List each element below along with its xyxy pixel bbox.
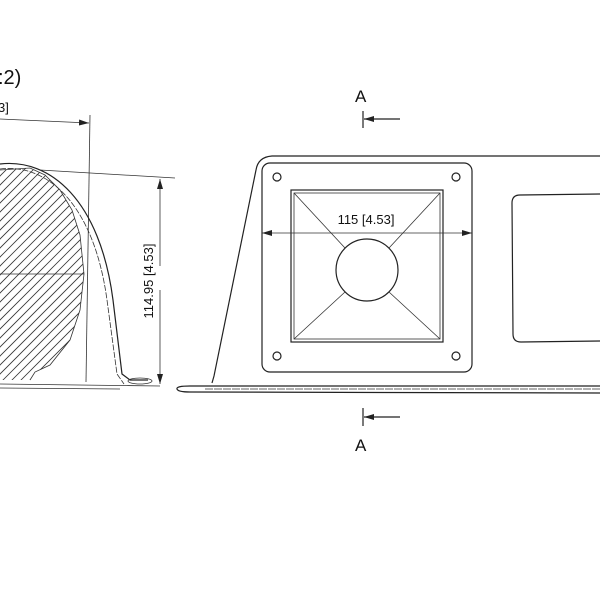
- section-inner-outline: [0, 167, 85, 381]
- hatch-line: [0, 168, 84, 380]
- hatch-line: [0, 168, 53, 380]
- front-view: A 115 [4.53] A: [176, 87, 600, 455]
- hatch-line: [0, 168, 84, 380]
- hatch-line: [101, 160, 331, 390]
- hatch-line: [19, 168, 84, 380]
- section-base-line: [0, 383, 161, 387]
- hatch-line: [0, 168, 84, 380]
- hatch-line: [0, 168, 84, 380]
- hatch-line: [0, 168, 26, 380]
- section-marker-bottom: A: [355, 436, 367, 455]
- hatch-line: [0, 168, 84, 380]
- section-marker-top: A: [355, 87, 367, 106]
- hatch-line: [92, 160, 322, 390]
- base-flange: [176, 385, 600, 394]
- hatch-line: [10, 168, 84, 380]
- hatch-line: [0, 168, 84, 380]
- top-dimension-fragment: 3]: [0, 100, 9, 115]
- dome-shell-outer: [0, 162, 148, 381]
- height-dimension-label: 114.95 [4.53]: [141, 244, 156, 319]
- dome-shell-inner: [0, 168, 125, 385]
- hatch-line: [0, 168, 84, 380]
- hatch-line: [64, 168, 84, 380]
- hatch-line: [0, 168, 84, 380]
- hatch-line: [0, 168, 84, 380]
- width-dimension-label: 115 [4.53]: [338, 212, 395, 227]
- hatch-line: [0, 168, 62, 380]
- mounting-hole: [451, 172, 461, 182]
- speaker-opening: [290, 189, 444, 343]
- hatch-line: [82, 168, 84, 380]
- top-dimension-line: [0, 118, 90, 126]
- hatch-line: [0, 168, 44, 380]
- hatch-line: [0, 168, 84, 380]
- hatch-line: [0, 168, 84, 380]
- height-ext-top: [39, 169, 176, 179]
- flange-lip: [127, 377, 153, 385]
- housing-outline: [211, 155, 600, 384]
- extension-line-vertical: [85, 114, 91, 383]
- driver-center: [335, 238, 399, 302]
- hatch-line: [0, 168, 80, 380]
- hatch-line: [1, 168, 84, 380]
- mounting-hole: [272, 351, 282, 361]
- mounting-plate: [261, 162, 473, 373]
- mounting-hole: [272, 172, 282, 182]
- section-title-fragment: :2): [0, 67, 21, 89]
- hatch-line: [0, 168, 84, 380]
- hatch-line: [0, 168, 84, 380]
- hatched-section: [0, 160, 331, 390]
- hatch-line: [0, 168, 84, 380]
- section-base-line-2: [0, 387, 121, 390]
- mounting-hole: [451, 351, 461, 361]
- side-panel-cutout: [511, 193, 600, 343]
- hatch-line: [0, 168, 71, 380]
